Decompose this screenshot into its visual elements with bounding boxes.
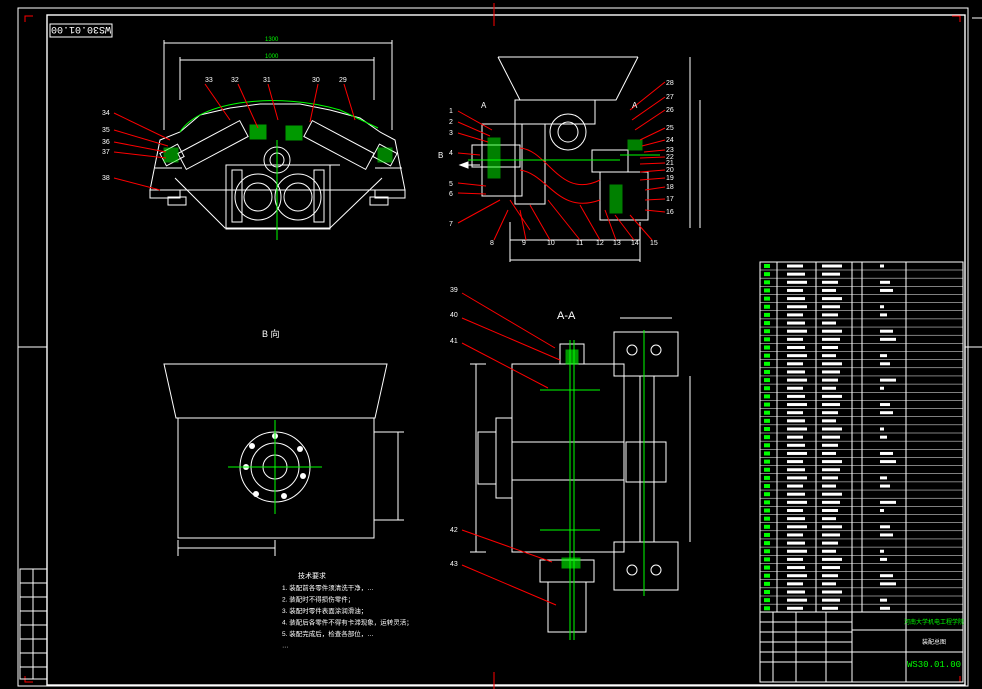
green-parts-front <box>163 100 393 240</box>
bolt-circle <box>243 433 306 499</box>
green-parts-side <box>468 137 660 214</box>
outer-frame <box>17 7 969 687</box>
dim-text-front: 1300 1000 <box>265 37 279 60</box>
section-green <box>540 330 645 640</box>
code-mirrored: WS30.01.00 <box>51 23 111 34</box>
code-box-mirrored <box>49 23 113 38</box>
b-view <box>163 363 404 556</box>
inner-frame <box>46 14 966 686</box>
corner-mark <box>24 15 33 22</box>
svg-text:1300: 1300 <box>265 37 279 43</box>
left-side-table <box>19 568 48 680</box>
svg-text:1000: 1000 <box>265 54 279 60</box>
side-view <box>458 56 701 262</box>
leaders-side <box>457 81 666 241</box>
leaders-section <box>461 292 561 606</box>
pipe-red <box>509 147 601 231</box>
leaders-front <box>113 83 356 191</box>
section-a-a <box>470 317 691 633</box>
b-view-center <box>228 420 322 514</box>
title-block <box>759 611 964 683</box>
parts-list <box>759 261 964 613</box>
section-holes <box>626 344 662 576</box>
